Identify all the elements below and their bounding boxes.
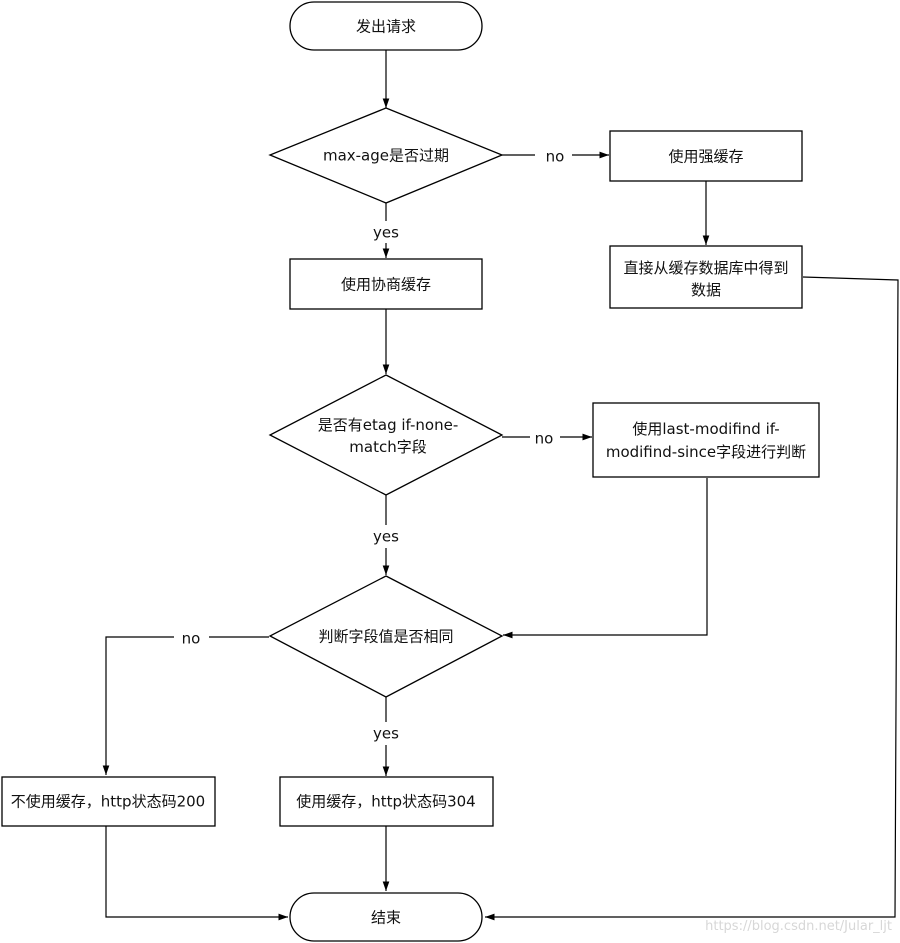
strong-cache-box	[609, 130, 803, 182]
end-label: 结束	[371, 909, 401, 927]
etag-decision	[268, 374, 504, 496]
strong-cache-label: 使用强缓存	[668, 148, 743, 166]
start-terminal	[289, 1, 483, 51]
cache-db-label-line2: 数据	[691, 281, 721, 299]
no-cache-200-box	[1, 776, 216, 827]
negotiate-cache-label: 使用协商缓存	[341, 276, 431, 294]
last-modified-label: 使用last-modifind if-	[632, 420, 779, 438]
compare-label: 判断字段值是否相同	[318, 628, 453, 646]
start-label: 发出请求	[356, 18, 416, 36]
etag-label: 是否有etag if-none-	[318, 416, 458, 434]
cache-304-box	[279, 776, 494, 827]
edge-200-to-end	[105, 826, 288, 921]
cache-db-label: 直接从缓存数据库中得到	[623, 259, 788, 277]
compare-yes-label: yes	[373, 725, 399, 743]
last-modified-box	[592, 402, 820, 478]
cache-304-label: 使用缓存，http状态码304	[296, 793, 475, 811]
etag-yes-label: yes	[373, 528, 399, 546]
compare-decision	[268, 575, 504, 698]
edge-db-to-end	[485, 276, 899, 921]
edge-compare-no-to-200	[102, 636, 174, 775]
max-age-label: max-age是否过期	[323, 147, 449, 165]
compare-no-label: no	[182, 630, 201, 648]
edge-lastmod-to-compare	[503, 478, 708, 639]
end-terminal	[289, 892, 483, 942]
max-age-no-label: no	[546, 148, 565, 166]
etag-label-line2: match字段	[349, 438, 426, 456]
watermark: https://blog.csdn.net/Jular_ljt	[705, 919, 892, 934]
cache-db-box	[609, 245, 803, 309]
max-age-yes-label: yes	[373, 224, 399, 242]
max-age-decision	[268, 107, 504, 204]
negotiate-cache-box	[289, 258, 483, 310]
no-cache-200-label: 不使用缓存，http状态码200	[11, 793, 205, 811]
last-modified-label-line2: modifind-since字段进行判断	[606, 443, 806, 461]
etag-no-label: no	[535, 430, 554, 448]
